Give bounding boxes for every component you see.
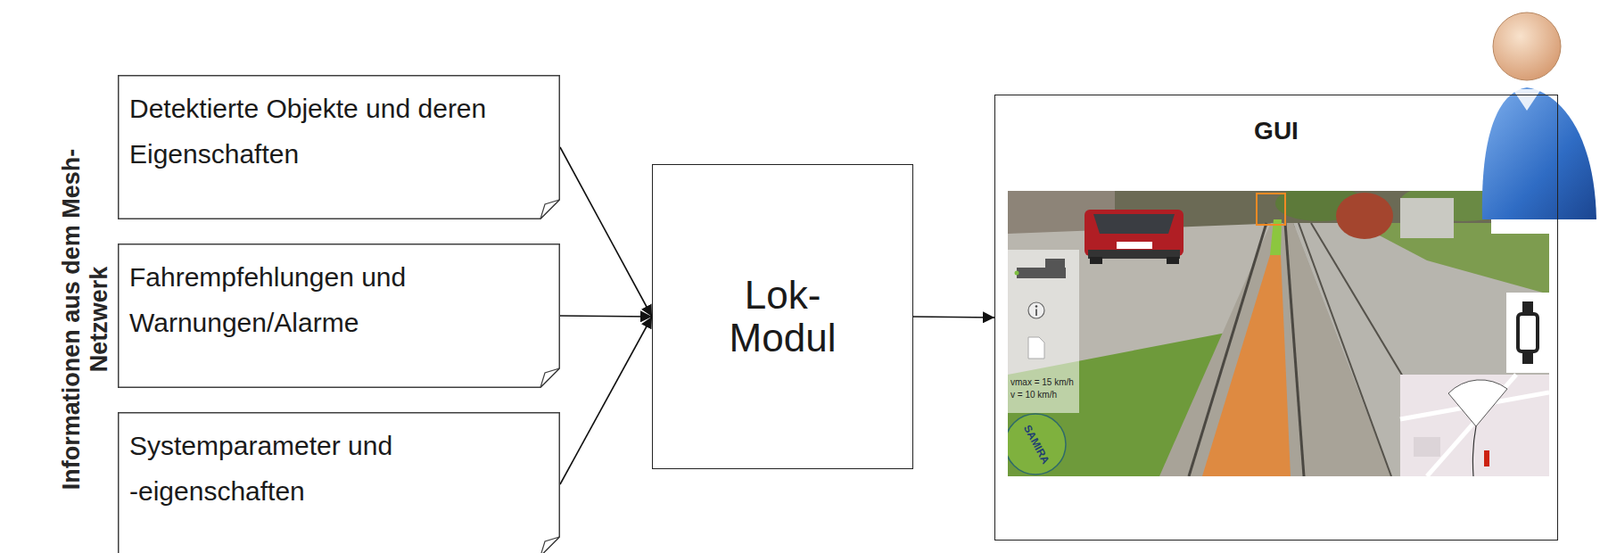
info-icon: [1028, 302, 1045, 319]
document-icon: [1028, 337, 1045, 359]
train-icon: [1522, 353, 1534, 364]
grass: [1355, 222, 1550, 295]
flow-arrow: [560, 316, 652, 485]
flow-arrow: [560, 147, 652, 317]
logo-text: SAMIRA: [1020, 422, 1051, 466]
user-body: [1482, 87, 1597, 220]
loco-icon: [1014, 271, 1020, 276]
train-icon: [1517, 313, 1538, 352]
loco-icon: [1016, 267, 1066, 279]
input-note: Detektierte Objekte und deren Eigenschaf…: [117, 74, 561, 220]
grass: [1007, 331, 1231, 477]
info-icon: [1035, 309, 1038, 317]
cable-drum: [1336, 192, 1394, 240]
module-box: Lok- Modul: [651, 164, 914, 470]
group-heading: Informationen aus dem Mesh-Netzwerk: [57, 131, 114, 507]
car-bumper: [1088, 249, 1180, 259]
map-road: [1426, 374, 1517, 477]
note-shape: [118, 244, 561, 388]
view-sector: [1448, 379, 1508, 427]
user-collar: [1512, 89, 1542, 111]
train-icon-ground: [1506, 292, 1550, 373]
map-inset: [1400, 374, 1550, 477]
note-fold: [540, 368, 560, 388]
screen-cover: [1491, 190, 1550, 234]
train-icon: [1522, 301, 1534, 314]
tree: [1275, 190, 1365, 222]
paving: [1007, 222, 1285, 375]
path-band: [1202, 255, 1291, 477]
node-text: Lok- Modul: [716, 273, 850, 361]
rail: [1285, 222, 1304, 477]
tree: [1400, 190, 1526, 222]
license-plate: [1116, 241, 1153, 249]
tree-line: [1007, 190, 1550, 229]
rail: [1298, 222, 1392, 477]
user-head: [1492, 12, 1561, 81]
wheel: [1089, 256, 1103, 264]
rail: [1188, 222, 1267, 477]
building: [1007, 190, 1115, 245]
path-band-free: [1270, 219, 1282, 256]
map-road: [1400, 392, 1550, 420]
rail: [1311, 222, 1463, 477]
note-shape: [118, 412, 561, 553]
train-marker: [1484, 450, 1490, 467]
loco-icon: [1045, 258, 1065, 270]
node-text: Detektierte Objekte und deren Eigenschaf…: [129, 74, 549, 177]
info-icon: [1035, 305, 1039, 308]
note-shape: [118, 75, 561, 220]
wheel: [1166, 256, 1180, 264]
tiles: [1293, 222, 1550, 477]
side-panel: [1007, 249, 1080, 413]
car-window: [1093, 214, 1175, 234]
node-text: Fahrempfehlungen und Warnungen/Alarme: [129, 243, 549, 346]
map-building: [1413, 437, 1441, 457]
gravel-track: [1159, 222, 1392, 477]
flow-arrow: [560, 315, 652, 317]
car: [1084, 209, 1184, 256]
detection-box: [1256, 193, 1286, 225]
flow-arrow: [913, 316, 995, 318]
user-icon: [1482, 12, 1597, 220]
machine: [1400, 197, 1454, 239]
node-text: Systemparameter und -eigenschaften: [129, 412, 402, 514]
input-note: Fahrempfehlungen und Warnungen/Alarme: [117, 243, 561, 388]
gui-screenshot: [1007, 190, 1550, 477]
note-fold: [540, 199, 560, 219]
speed-value: v = 10 km/h: [1010, 389, 1057, 401]
node-text: GUI: [1008, 95, 1544, 147]
input-note: Systemparameter und -eigenschaften: [117, 412, 561, 553]
speed-limit: vmax = 15 km/h: [1010, 377, 1074, 388]
gui-frame: GUI: [994, 94, 1559, 541]
note-fold: [540, 536, 560, 553]
logo-circle: [1007, 413, 1066, 475]
screen-ground: [1007, 190, 1550, 477]
map-track: [1472, 426, 1477, 477]
